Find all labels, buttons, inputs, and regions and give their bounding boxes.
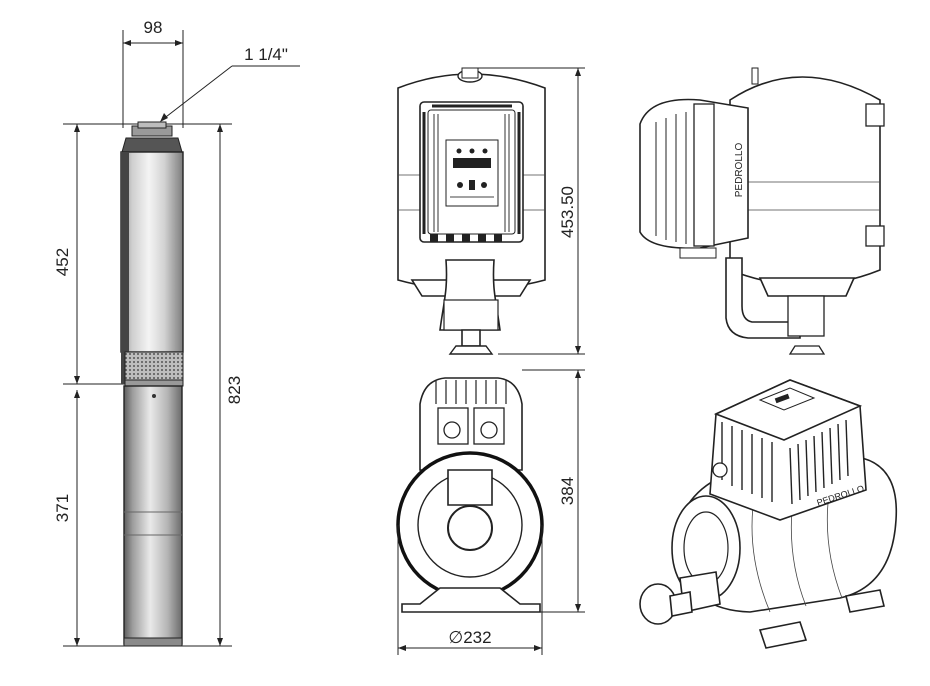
submersible-pump-drawing: 98 1 1/4" 452 371 823 (53, 18, 300, 647)
motor-length-label: 452 (53, 248, 72, 276)
pump-diameter-label: 98 (144, 18, 163, 37)
pressure-unit-isometric-view: PEDROLLO (639, 379, 898, 649)
total-length-label: 823 (225, 376, 244, 404)
brand-mark-side: PEDROLLO (734, 143, 745, 198)
unit-depth-label: 384 (558, 477, 577, 505)
pressure-unit-side-view: PEDROLLO (639, 67, 885, 355)
outlet-thread-label: 1 1/4" (244, 45, 288, 64)
pressure-unit-front-view: 453.50 (397, 67, 585, 355)
unit-height-label: 453.50 (558, 186, 577, 238)
pressure-unit-end-view: 384 ∅232 (396, 369, 585, 655)
pump-length-label: 371 (53, 494, 72, 522)
unit-diameter-label: ∅232 (448, 628, 491, 647)
